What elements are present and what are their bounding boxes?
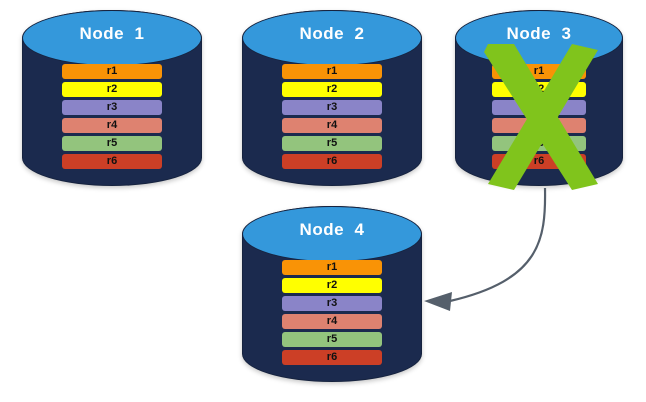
record-row-r4[interactable]: r4: [281, 118, 383, 133]
record-row-r4[interactable]: r4: [281, 314, 383, 329]
node-1[interactable]: Node 1 r1 r2 r3 r4 r5 r6: [22, 10, 202, 186]
record-row-r1[interactable]: r1: [61, 64, 163, 79]
node-title: Node 1: [79, 24, 145, 43]
record-row-r5[interactable]: r5: [281, 332, 383, 347]
record-row-r2[interactable]: r2: [281, 278, 383, 293]
record-row-r5[interactable]: r5: [281, 136, 383, 151]
record-row-r2[interactable]: r2: [491, 82, 587, 97]
node-2[interactable]: Node 2 r1 r2 r3 r4 r5 r6: [242, 10, 422, 186]
arrow-path: [449, 187, 547, 303]
record-list: r1 r2 r3 r4 r5 r6: [242, 64, 422, 172]
cylinder-top: [22, 10, 202, 66]
record-row-r6[interactable]: r6: [491, 154, 587, 169]
node-title: Node 4: [299, 220, 365, 239]
record-list: r1 r2 r3 r4 r5 r6: [242, 260, 422, 368]
record-row-r3[interactable]: r3: [281, 296, 383, 311]
record-row-r5[interactable]: r5: [491, 136, 587, 151]
record-row-r3[interactable]: r3: [281, 100, 383, 115]
arrow-head-icon: [424, 292, 452, 311]
record-row-r1[interactable]: r1: [491, 64, 587, 79]
record-row-r1[interactable]: r1: [281, 260, 383, 275]
record-row-r2[interactable]: r2: [61, 82, 163, 97]
record-row-r1[interactable]: r1: [281, 64, 383, 79]
record-list: r1 r2 r3 r4 r5 r6: [455, 64, 623, 172]
cylinder-top: [242, 10, 422, 66]
node-title: Node 2: [299, 24, 365, 43]
record-row-r3[interactable]: r3: [491, 100, 587, 115]
record-list: r1 r2 r3 r4 r5 r6: [22, 64, 202, 172]
record-row-r5[interactable]: r5: [61, 136, 163, 151]
record-row-r4[interactable]: r4: [491, 118, 587, 133]
node-4[interactable]: Node 4 r1 r2 r3 r4 r5 r6: [242, 206, 422, 382]
record-row-r3[interactable]: r3: [61, 100, 163, 115]
cylinder-top: [242, 206, 422, 262]
record-row-r4[interactable]: r4: [61, 118, 163, 133]
record-row-r6[interactable]: r6: [281, 154, 383, 169]
record-row-r6[interactable]: r6: [281, 350, 383, 365]
record-row-r6[interactable]: r6: [61, 154, 163, 169]
node-3[interactable]: Node 3 r1 r2 r3 r4 r5 r6: [455, 10, 623, 186]
record-row-r2[interactable]: r2: [281, 82, 383, 97]
node-title: Node 3: [506, 24, 572, 43]
